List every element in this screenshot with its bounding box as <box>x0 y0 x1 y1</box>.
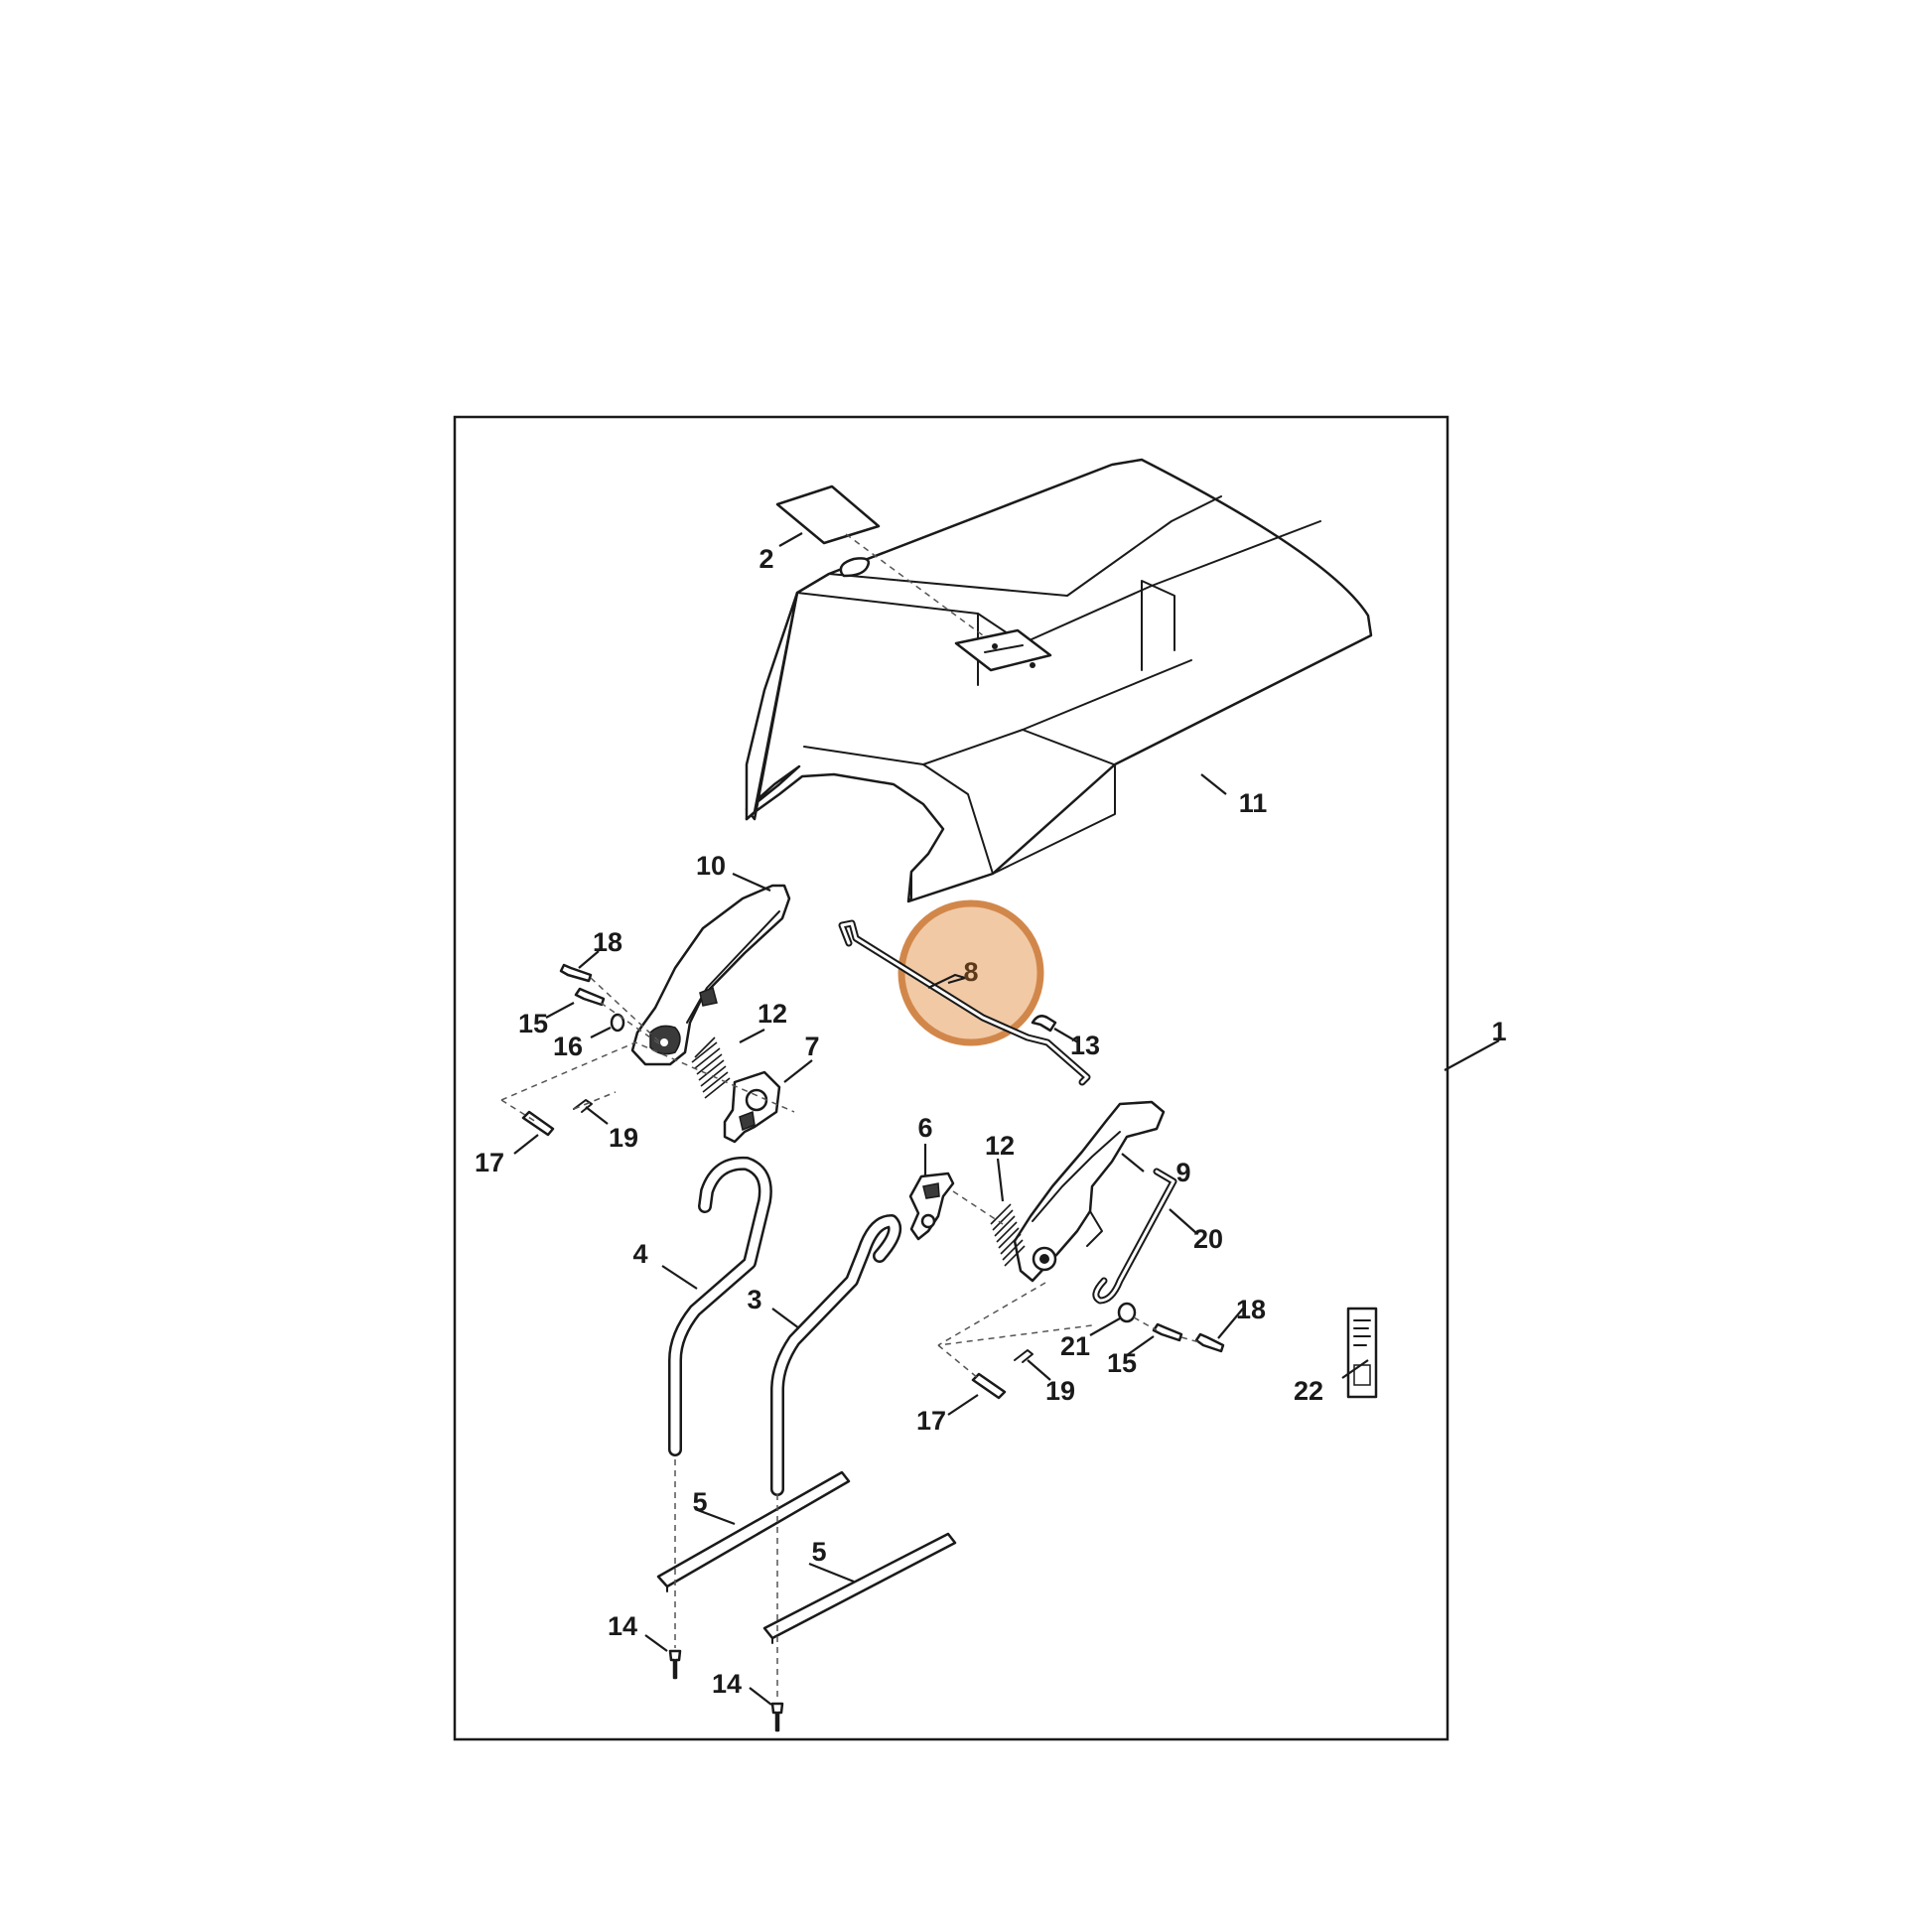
strip-part-5b <box>762 1532 957 1640</box>
label-part-17a: 17 <box>475 1148 504 1177</box>
label-part-20: 20 <box>1193 1224 1223 1254</box>
washer-part-16 <box>610 1013 625 1033</box>
rod-part-8 <box>838 919 1091 1086</box>
strip-part-5a <box>656 1470 851 1588</box>
sticker-part-2 <box>775 484 881 545</box>
spring-part-12b <box>990 1203 1026 1267</box>
label-part-11: 11 <box>1239 788 1268 818</box>
label-part-13: 13 <box>1070 1031 1100 1060</box>
label-part-18b: 18 <box>1236 1295 1266 1324</box>
label-part-22: 22 <box>1294 1376 1323 1406</box>
label-part-10: 10 <box>696 851 726 881</box>
label-part-6: 6 <box>917 1113 932 1143</box>
pin-part-17b <box>971 1372 1007 1400</box>
screw-part-15b <box>1152 1322 1183 1342</box>
pin-part-17a <box>521 1110 555 1137</box>
label-part-12b: 12 <box>985 1131 1015 1161</box>
label-part-12a: 12 <box>758 999 787 1029</box>
screw-part-14b <box>770 1702 784 1732</box>
screw-part-18b <box>1194 1332 1225 1353</box>
label-part-8: 8 <box>963 957 978 987</box>
label-part-2: 2 <box>759 544 773 574</box>
label-part-14b: 14 <box>712 1669 742 1699</box>
label-part-5a: 5 <box>692 1487 707 1517</box>
label-part-15a: 15 <box>518 1009 548 1038</box>
label-part-15b: 15 <box>1107 1348 1137 1378</box>
screw-part-18a <box>559 963 593 983</box>
bracket-part-10 <box>630 884 791 1066</box>
cover-part-11 <box>745 458 1373 903</box>
label-part-14a: 14 <box>608 1611 637 1641</box>
assembly-frame <box>453 415 1449 1741</box>
label-part-5b: 5 <box>811 1537 826 1567</box>
label-part-18a: 18 <box>593 927 622 957</box>
lever-part-6 <box>908 1172 955 1241</box>
screw-part-15a <box>574 987 606 1007</box>
manual-part-22 <box>1346 1307 1378 1399</box>
tube-part-4 <box>668 1156 772 1456</box>
label-part-19a: 19 <box>609 1123 638 1153</box>
washer-part-21 <box>1117 1302 1137 1323</box>
label-part-4: 4 <box>632 1239 647 1269</box>
spring-part-12a <box>691 1036 731 1099</box>
label-part-21: 21 <box>1060 1331 1090 1361</box>
label-part-7: 7 <box>804 1032 819 1061</box>
highlight-circle <box>897 899 1044 1046</box>
label-part-19b: 19 <box>1045 1376 1075 1406</box>
label-part-9: 9 <box>1175 1158 1190 1187</box>
label-part-1: 1 <box>1491 1017 1506 1046</box>
clip-part-19b <box>1014 1349 1034 1363</box>
screw-part-14a <box>668 1649 682 1680</box>
lever-part-7 <box>723 1070 781 1144</box>
label-part-3: 3 <box>747 1285 761 1314</box>
clip-part-13 <box>1031 1015 1057 1033</box>
spring-rod-part-20 <box>1092 1168 1177 1305</box>
tube-part-3 <box>770 1214 901 1496</box>
label-part-16: 16 <box>553 1032 583 1061</box>
bracket-part-9 <box>1013 1100 1166 1283</box>
label-part-17b: 17 <box>916 1406 946 1436</box>
